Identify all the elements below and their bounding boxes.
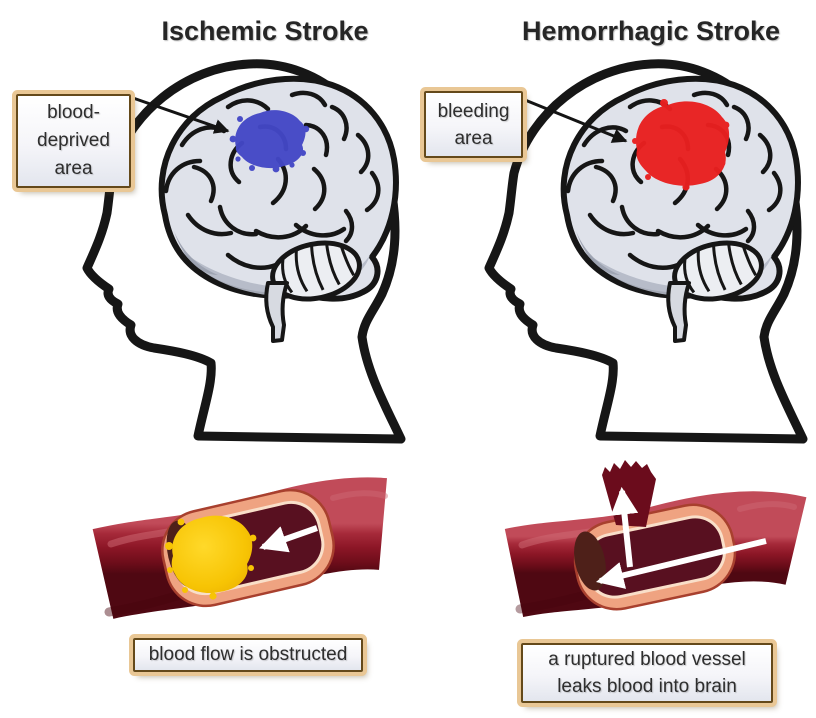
- caption-text: blood flow is obstructed: [148, 644, 348, 665]
- ischemic-head-figure: [70, 55, 410, 460]
- flow-arrow-upward: [610, 486, 639, 568]
- flow-arrow: [259, 525, 318, 553]
- callout-line: area: [54, 158, 93, 179]
- blood-deprived-callout-box: blood- deprived area: [16, 94, 131, 188]
- hemorrhagic-head-figure: [472, 55, 812, 460]
- callout-line: deprived: [37, 130, 110, 151]
- flow-arrow-horizontal: [595, 538, 767, 589]
- blood-clot: [165, 515, 257, 600]
- callout-arrow: [524, 98, 628, 143]
- obstructed-vessel-figure: [92, 477, 388, 619]
- ruptured-vessel-figure: [504, 460, 807, 618]
- bleeding-callout-box: bleeding area: [424, 91, 523, 158]
- head-profile-art: [87, 64, 401, 439]
- ischemic-caption-box: blood flow is obstructed: [133, 638, 363, 672]
- callout-line: bleeding: [437, 100, 510, 122]
- blood-deprived-area-blob: [229, 110, 310, 173]
- bleeding-area-blob: [632, 99, 730, 191]
- hemorrhagic-title: Hemorrhagic Stroke: [521, 16, 781, 46]
- callout-line: area: [454, 127, 493, 149]
- caption-line: leaks blood into brain: [557, 676, 737, 697]
- callout-line: blood-: [47, 102, 100, 123]
- hemorrhagic-caption-box: a ruptured blood vessel leaks blood into…: [521, 643, 773, 703]
- caption-line: a ruptured blood vessel: [548, 649, 746, 670]
- ischemic-title: Ischemic Stroke: [161, 16, 369, 46]
- callout-arrow: [132, 96, 230, 134]
